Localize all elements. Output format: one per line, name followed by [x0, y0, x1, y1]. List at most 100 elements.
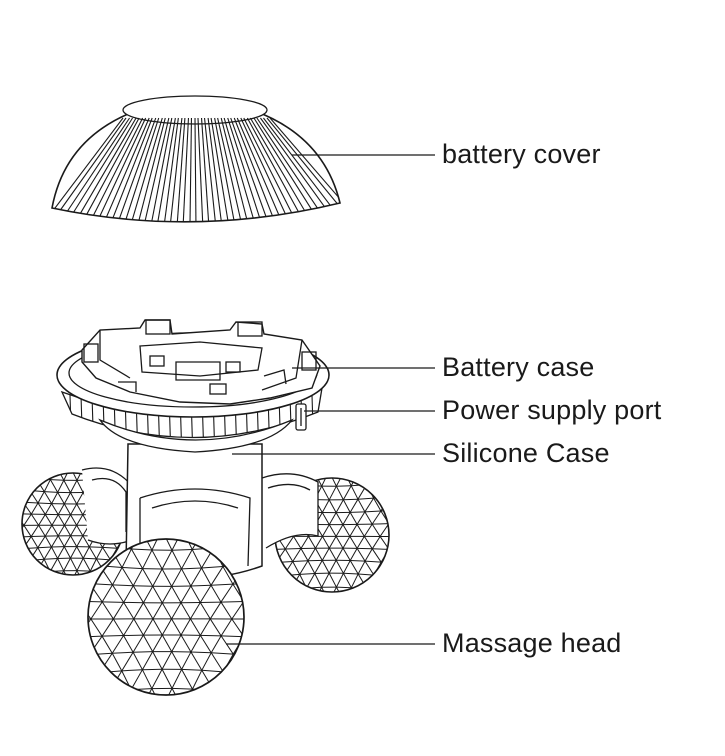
dome-rib [150, 117, 173, 222]
mesh-edge [189, 602, 201, 620]
mesh-edge [364, 510, 381, 513]
dome-rib [269, 117, 340, 208]
mesh-edge [358, 588, 368, 592]
mesh-edge [349, 512, 358, 525]
mesh-edge [379, 523, 389, 537]
mesh-edge [58, 691, 68, 709]
mesh-edge [9, 525, 16, 537]
mesh-edge [51, 546, 59, 559]
mesh-edge [374, 478, 383, 485]
mesh-edge [335, 560, 344, 574]
mesh-edge [37, 502, 52, 505]
mesh-edge [76, 524, 84, 537]
mesh-edge [189, 618, 201, 636]
mesh-edge [111, 635, 124, 654]
mesh-edge [51, 503, 59, 515]
mesh-edge [171, 618, 182, 636]
mesh-edge [275, 562, 284, 576]
dome-rib [236, 117, 283, 222]
dome-rib [58, 117, 127, 213]
mesh-edge [121, 567, 134, 587]
mesh-edge [35, 473, 44, 479]
mesh-edge [130, 548, 143, 569]
dome-rib [189, 117, 193, 222]
mesh-edge [328, 499, 337, 513]
mesh-edge [171, 549, 182, 570]
mesh-edge [390, 484, 398, 497]
mesh-edge [342, 485, 352, 501]
dome-rib [116, 117, 157, 222]
mesh-edge [381, 588, 389, 592]
mesh-edge [44, 491, 58, 493]
mesh-edge [380, 509, 389, 512]
mesh-edge [70, 514, 78, 526]
mesh-edge [142, 618, 154, 636]
dome-rib [71, 117, 134, 215]
mesh-edge [152, 651, 163, 670]
mesh-edge [123, 585, 134, 603]
mesh-edge [152, 586, 163, 604]
mesh-edge [356, 511, 366, 525]
dome-rib [227, 117, 262, 222]
dome-rib [210, 117, 230, 222]
label-battery-cover: battery cover [442, 139, 601, 169]
dome-rib [266, 117, 340, 208]
mesh-edge [390, 563, 398, 576]
mesh-edge [132, 585, 144, 603]
mesh-edge [342, 524, 351, 537]
mesh-edge [245, 673, 255, 691]
mesh-edge [22, 560, 24, 573]
dome-rib [217, 117, 243, 222]
mesh-edge [142, 586, 154, 603]
mesh-edge [142, 634, 154, 652]
mesh-edge [181, 567, 202, 570]
mesh-edge [328, 547, 337, 561]
mesh-edge [405, 497, 413, 510]
mesh-edge [51, 524, 59, 537]
dome-rib [84, 117, 140, 218]
mesh-edge [130, 669, 143, 690]
mesh-edge [112, 567, 123, 586]
mesh-edge [255, 619, 265, 637]
mesh-edge [223, 690, 236, 695]
mesh-edge [190, 585, 201, 603]
battery-cover-part [51, 95, 341, 223]
mesh-edge [266, 673, 276, 691]
mesh-edge [282, 588, 292, 592]
mesh-edge [63, 492, 71, 505]
mesh-edge [90, 618, 103, 637]
mesh-edge [123, 602, 135, 620]
mesh-edge [99, 672, 111, 691]
mesh-edge [102, 601, 124, 603]
mesh-edge [171, 539, 184, 551]
mesh-edge [44, 524, 53, 537]
mesh-edge [36, 570, 51, 573]
mesh-edge [405, 576, 413, 589]
mesh-edge [328, 478, 337, 487]
mesh-edge [70, 546, 78, 559]
mesh-edge [180, 602, 191, 620]
mesh-edge [315, 547, 323, 561]
dome-rib [194, 117, 197, 222]
mesh-edge [231, 601, 244, 620]
mesh-edge [152, 618, 163, 636]
mesh-edge [63, 570, 71, 575]
mesh-edge [2, 479, 9, 491]
mesh-edge [397, 471, 405, 484]
mesh-edge [364, 560, 375, 576]
mesh-edge [380, 561, 389, 577]
mesh-edge [233, 653, 244, 656]
mesh-edge [200, 634, 222, 637]
mesh-edge [350, 573, 359, 588]
dome-rib [230, 117, 269, 222]
mesh-edge [49, 558, 59, 572]
mesh-edge [121, 651, 134, 672]
mesh-edge [151, 539, 163, 551]
mesh-edge [210, 652, 224, 673]
mesh-edge [180, 634, 192, 653]
mesh-edge [397, 484, 405, 497]
mesh-edge [161, 602, 173, 620]
mesh-edge [142, 602, 154, 620]
mesh-edge [342, 560, 351, 574]
mesh-edge [201, 566, 223, 569]
